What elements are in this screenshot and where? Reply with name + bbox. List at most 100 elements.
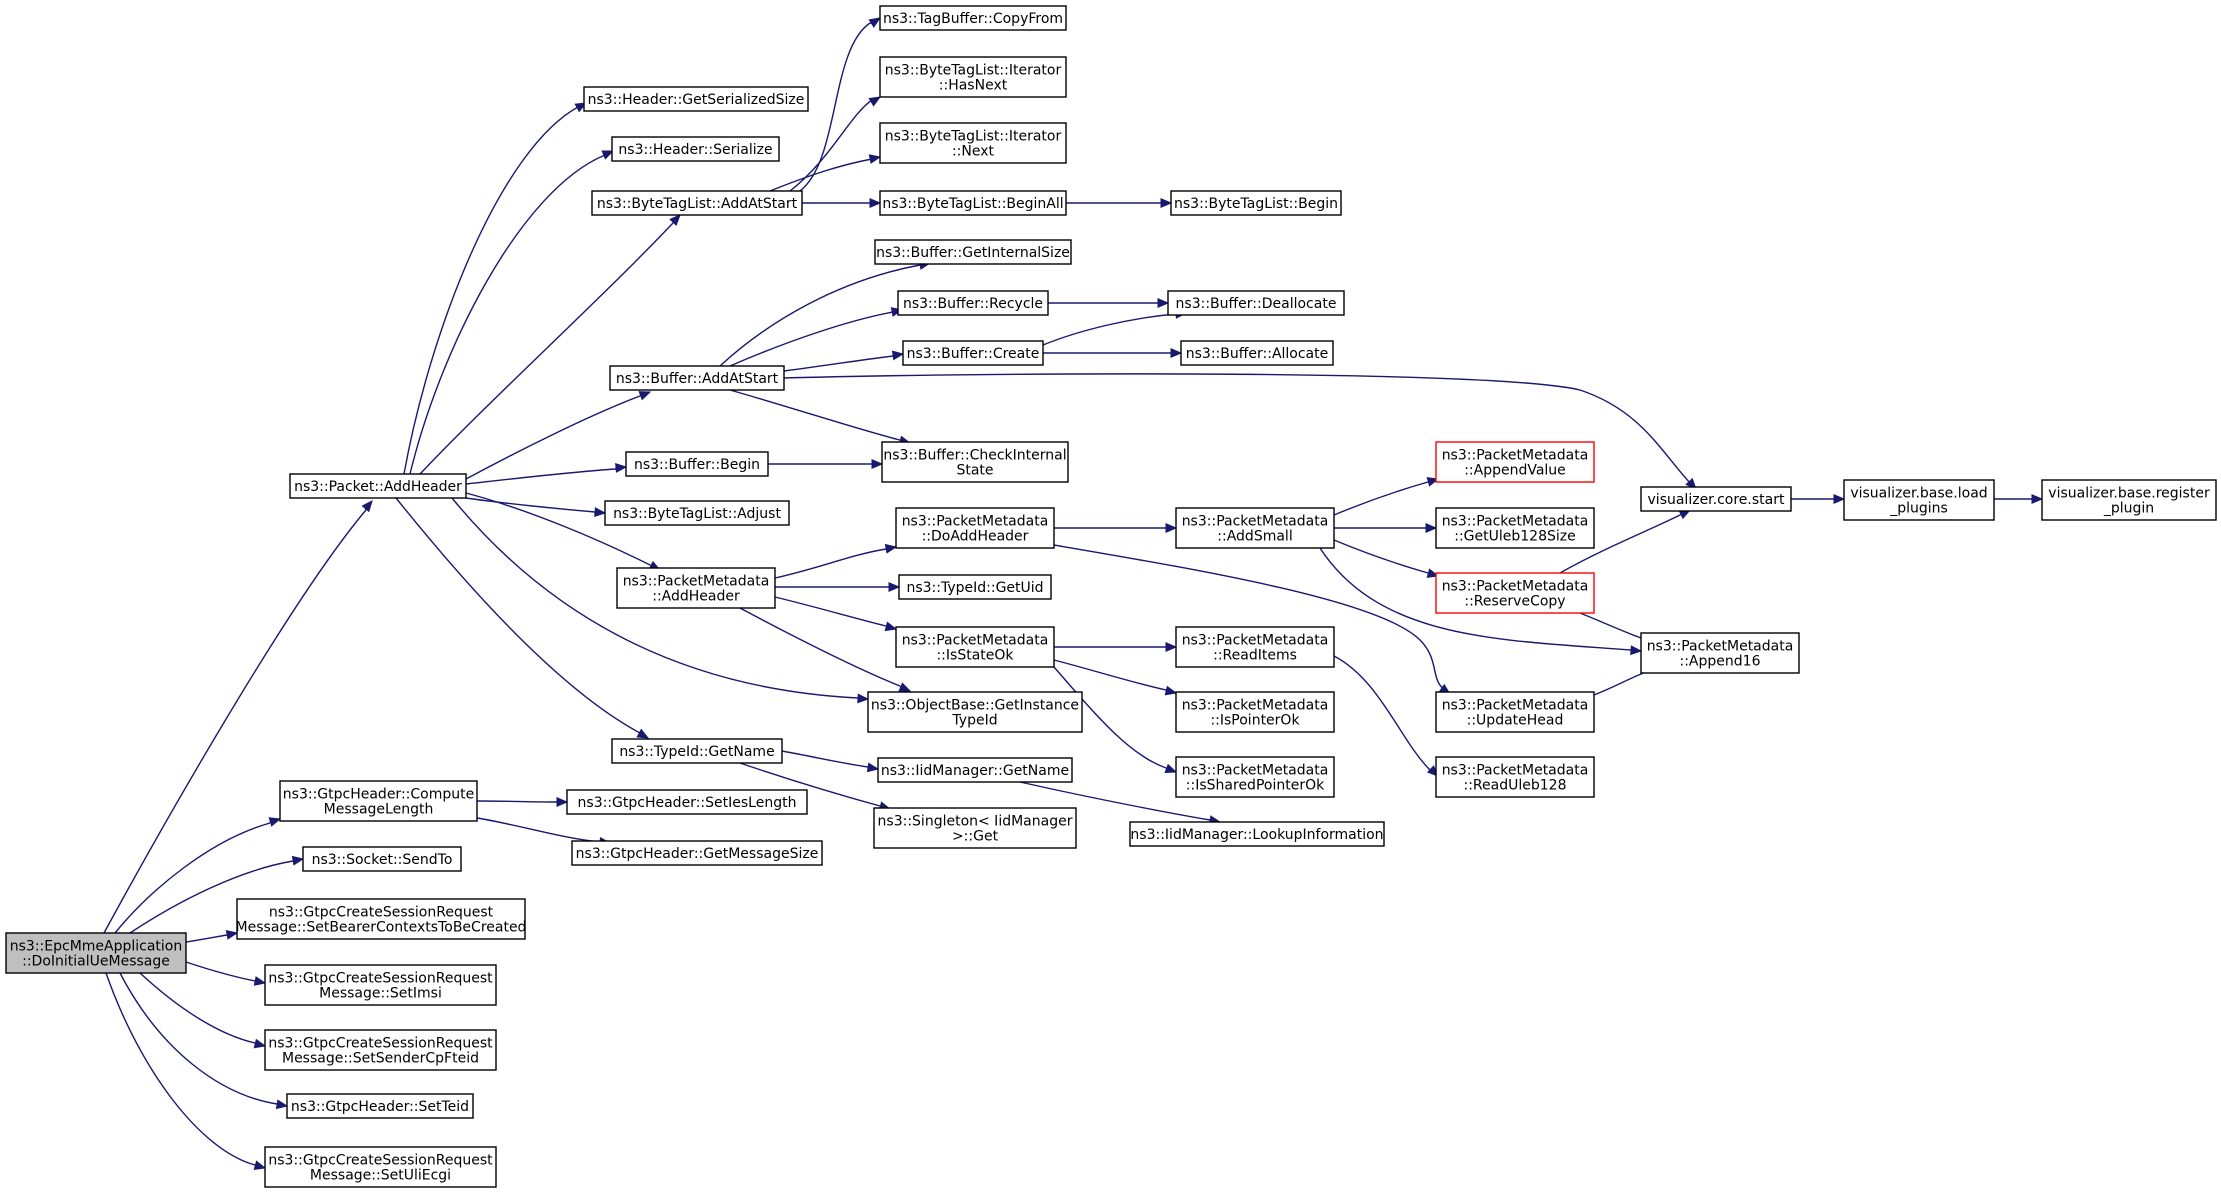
node-iterNext[interactable]: ns3::ByteTagList::Iterator::Next (879, 122, 1067, 164)
node-label: ns3::Buffer::AddAtStart (616, 371, 779, 387)
edge-pmDoAddHeader-to-pmUpdateHead (1053, 544, 1452, 695)
arrowhead (615, 463, 628, 473)
arrowhead (866, 762, 880, 773)
node-getMsgSize[interactable]: ns3::GtpcHeader::GetMessageSize (571, 840, 823, 866)
edge-addHeader-to-objGetInstance (451, 497, 870, 704)
edge-pmIsStateOk-to-pmIsPointerOk (1053, 659, 1178, 696)
node-singletonGet[interactable]: ns3::Singleton< IidManager >::Get (873, 807, 1077, 849)
node-pmReadUleb[interactable]: ns3::PacketMetadata::ReadUleb128 (1435, 756, 1595, 798)
node-box (867, 691, 1083, 733)
node-label: ns3::Socket::SendTo (312, 852, 453, 868)
node-btlBegin[interactable]: ns3::ByteTagList::Begin (1170, 190, 1342, 216)
node-btlAddAtStart[interactable]: ns3::ByteTagList::AddAtStart (591, 190, 803, 216)
node-label: MessageLength (324, 802, 434, 818)
edge-pmAddSmall-to-pmGetUleb (1334, 523, 1438, 533)
node-iidGetName[interactable]: ns3::IidManager::GetName (877, 757, 1073, 783)
node-label: ns3::GtpcCreateSessionRequest (268, 1036, 493, 1052)
node-pmGetUleb[interactable]: ns3::PacketMetadata::GetUleb128Size (1435, 507, 1595, 549)
node-iterHasNext[interactable]: ns3::ByteTagList::Iterator::HasNext (879, 56, 1067, 98)
node-box (879, 190, 1067, 216)
node-label: State (956, 463, 993, 479)
node-btlBeginAll[interactable]: ns3::ByteTagList::BeginAll (879, 190, 1067, 216)
node-setIesLength[interactable]: ns3::GtpcHeader::SetIesLength (566, 789, 808, 815)
node-pmReserveCopy[interactable]: ns3::PacketMetadata::ReserveCopy (1435, 572, 1595, 614)
edge-bufRecycle-to-bufDeallocate (1048, 298, 1170, 308)
node-bufGetInternalSize[interactable]: ns3::Buffer::GetInternalSize (874, 239, 1072, 265)
node-pmUpdateHead[interactable]: ns3::PacketMetadata::UpdateHead (1435, 691, 1595, 733)
node-label: ns3::GtpcCreateSessionRequest (269, 905, 494, 921)
node-box (1435, 507, 1595, 549)
node-label: ns3::PacketMetadata (1182, 763, 1329, 779)
node-box (1843, 479, 1995, 521)
node-label: ns3::ByteTagList::Iterator (885, 63, 1062, 79)
node-bufCreate[interactable]: ns3::Buffer::Create (902, 340, 1044, 366)
node-label: ns3::EpcMmeApplication (10, 939, 183, 955)
node-label: TypeId (951, 713, 997, 729)
node-btlAdjust[interactable]: ns3::ByteTagList::Adjust (604, 500, 790, 526)
node-addHeader[interactable]: ns3::Packet::AddHeader (289, 473, 467, 499)
arrowhead (275, 1099, 289, 1110)
node-setTeid[interactable]: ns3::GtpcHeader::SetTeid (286, 1093, 474, 1119)
arrowhead (1164, 763, 1178, 774)
node-pmAppendValue[interactable]: ns3::PacketMetadata::AppendValue (1435, 441, 1595, 483)
node-box (1640, 486, 1792, 512)
node-hdrGetSize[interactable]: ns3::Header::GetSerializedSize (583, 86, 809, 112)
node-bufBegin[interactable]: ns3::Buffer::Begin (625, 451, 769, 477)
node-sendTo[interactable]: ns3::Socket::SendTo (302, 846, 462, 872)
node-box (1167, 290, 1345, 316)
edge-btlAddAtStart-to-iterHasNext (789, 96, 882, 192)
node-bufDeallocate[interactable]: ns3::Buffer::Deallocate (1167, 290, 1345, 316)
node-typeIdGetUid[interactable]: ns3::TypeId::GetUid (898, 574, 1052, 600)
node-setUli[interactable]: ns3::GtpcCreateSessionRequestMessage::Se… (264, 1146, 497, 1188)
arrowhead (891, 350, 905, 361)
node-setImsi[interactable]: ns3::GtpcCreateSessionRequestMessage::Se… (264, 964, 497, 1006)
node-label: ns3::ByteTagList::Iterator (885, 129, 1062, 145)
node-label: ns3::PacketMetadata (623, 574, 770, 590)
node-label: ::IsSharedPointerOk (1186, 778, 1325, 794)
node-bufAddAtStart[interactable]: ns3::Buffer::AddAtStart (609, 365, 785, 391)
node-iidLookup[interactable]: ns3::IidManager::LookupInformation (1129, 821, 1385, 847)
arrowhead (869, 198, 882, 208)
arrowhead (669, 214, 681, 227)
node-pmAppend16[interactable]: ns3::PacketMetadata::Append16 (1640, 632, 1800, 674)
node-tagCopyFrom[interactable]: ns3::TagBuffer::CopyFrom (879, 5, 1067, 31)
node-visRegisterPlugin[interactable]: visualizer.base.register_plugin (2041, 479, 2217, 521)
node-label: ns3::PacketMetadata (902, 633, 1049, 649)
edge-addHeader-to-hdrGetSize (403, 102, 588, 475)
edge-pmDoAddHeader-to-pmAddSmall (1054, 523, 1178, 533)
node-pmIsPointerOk[interactable]: ns3::PacketMetadata::IsPointerOk (1175, 691, 1335, 733)
arrowhead (884, 621, 898, 632)
arrowhead (1170, 348, 1183, 358)
node-visStart[interactable]: visualizer.core.start (1640, 486, 1792, 512)
node-pmDoAddHeader[interactable]: ns3::PacketMetadata::DoAddHeader (895, 507, 1055, 549)
node-hdrSerialize[interactable]: ns3::Header::Serialize (611, 136, 780, 162)
node-bufRecycle[interactable]: ns3::Buffer::Recycle (897, 290, 1049, 316)
node-label: Message::SetSenderCpFteid (282, 1051, 479, 1067)
node-pmAddHeader[interactable]: ns3::PacketMetadata::AddHeader (616, 567, 776, 609)
edge-root-to-setBearer (185, 930, 239, 943)
edge-pmAddSmall-to-pmReserveCopy (1333, 539, 1440, 578)
node-pmAddSmall[interactable]: ns3::PacketMetadata::AddSmall (1175, 507, 1335, 549)
node-label: ns3::GtpcHeader::GetMessageSize (576, 846, 819, 862)
node-box (1435, 691, 1595, 733)
edge-addHeader-to-btlAdjust (465, 497, 607, 518)
node-setSender[interactable]: ns3::GtpcCreateSessionRequestMessage::Se… (264, 1029, 497, 1071)
node-bufAllocate[interactable]: ns3::Buffer::Allocate (1180, 340, 1334, 366)
node-visLoadPlugins[interactable]: visualizer.base.load_plugins (1843, 479, 1995, 521)
arrowhead (1630, 645, 1643, 656)
node-box (1175, 507, 1335, 549)
node-box (1175, 691, 1335, 733)
node-box (879, 5, 1067, 31)
node-pmIsStateOk[interactable]: ns3::PacketMetadata::IsStateOk (895, 626, 1055, 668)
node-pmIsSharedPointerOk[interactable]: ns3::PacketMetadata::IsSharedPointerOk (1175, 756, 1335, 798)
node-pmReadItems[interactable]: ns3::PacketMetadata::ReadItems (1175, 626, 1335, 668)
node-box (289, 473, 467, 499)
node-box (897, 290, 1049, 316)
node-label: ns3::PacketMetadata (902, 514, 1049, 530)
node-root[interactable]: ns3::EpcMmeApplication::DoInitialUeMessa… (5, 932, 187, 974)
node-typeIdGetName[interactable]: ns3::TypeId::GetName (611, 738, 783, 764)
node-setBearer[interactable]: ns3::GtpcCreateSessionRequestMessage::Se… (236, 898, 527, 940)
